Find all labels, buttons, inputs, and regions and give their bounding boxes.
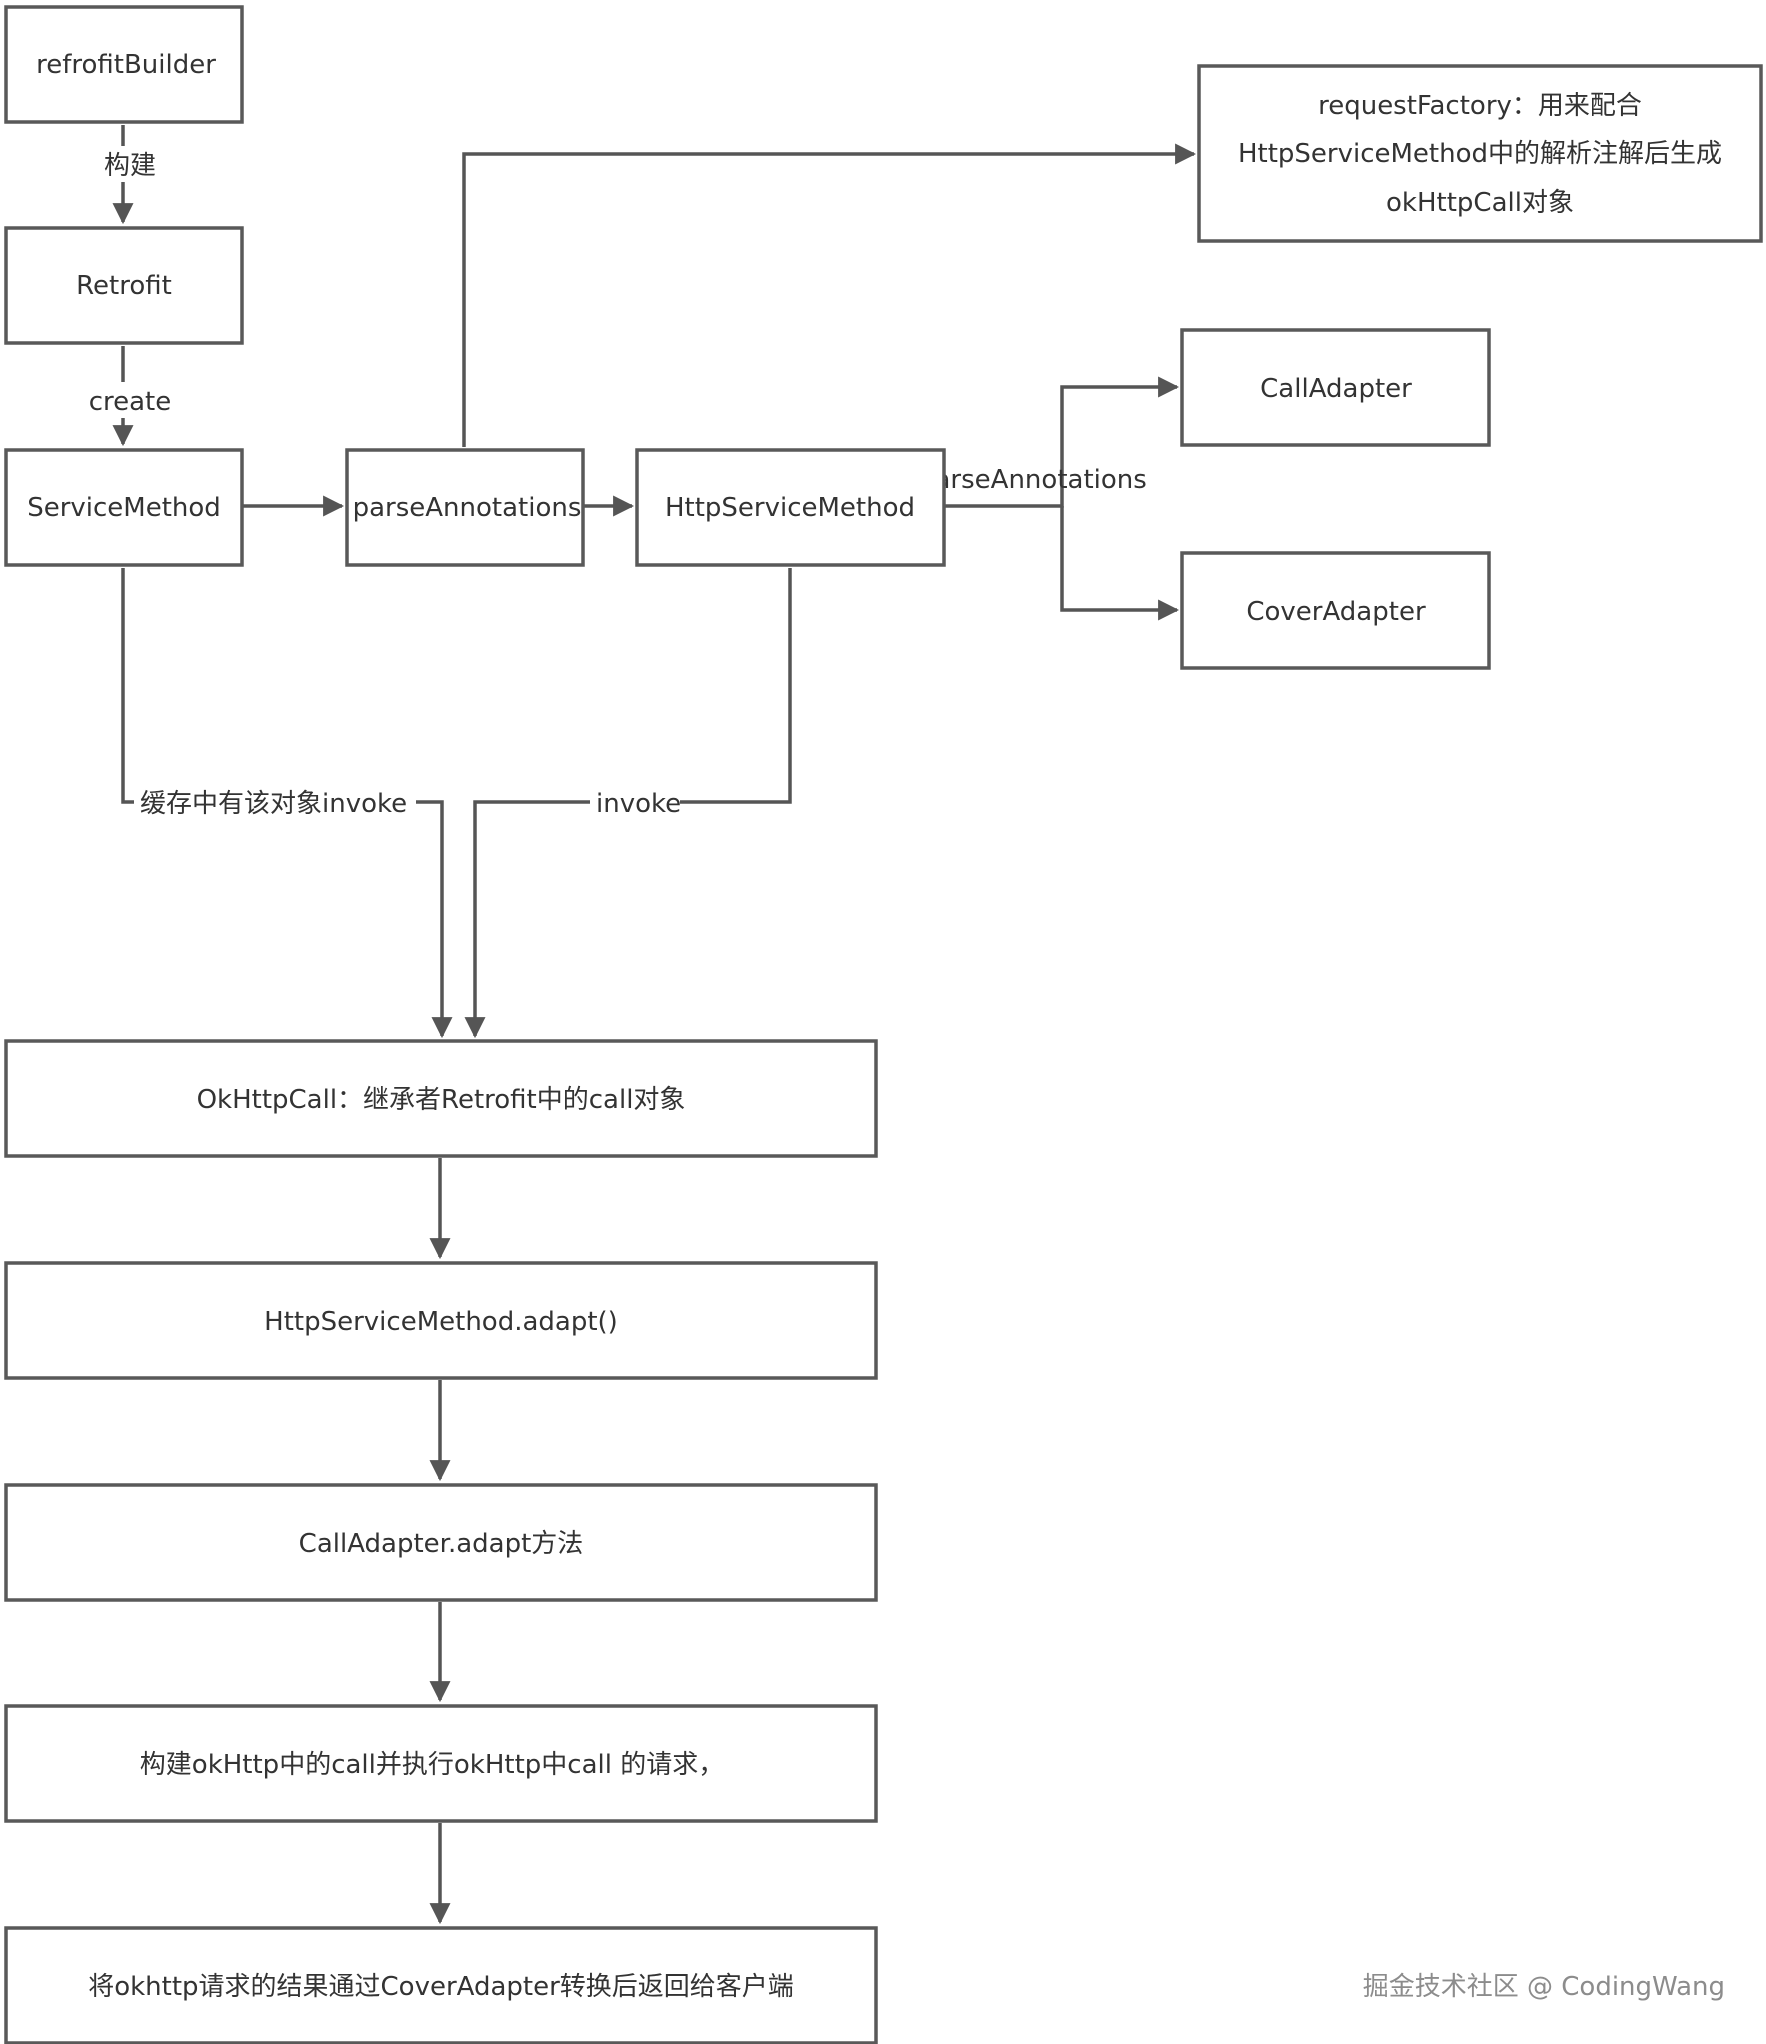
node-return-to-client: 将okhttp请求的结果通过CoverAdapter转换后返回给客户端 <box>4 1926 878 2044</box>
svg-text:CallAdapter.adapt方法: CallAdapter.adapt方法 <box>299 1529 584 1559</box>
edge-httpservicemethod-to-calladapter <box>944 376 1180 508</box>
edge-label-invoke: invoke <box>590 784 681 820</box>
edge-label-build: 构建 <box>93 146 156 182</box>
node-okhttp-call: OkHttpCall：继承者Retrofit中的call对象 <box>4 1039 878 1158</box>
edge-httpservicemethod-to-coveradapter <box>1060 506 1180 621</box>
svg-text:Retrofit: Retrofit <box>76 271 172 301</box>
node-retrofit: Retrofit <box>4 226 244 345</box>
node-http-service-method-adapt: HttpServiceMethod.adapt() <box>4 1261 878 1380</box>
node-parse-annotations: parseAnnotations <box>345 448 585 567</box>
node-cover-adapter: CoverAdapter <box>1180 551 1491 670</box>
edge-label-create: create <box>85 382 175 418</box>
svg-text:构建: 构建 <box>104 151 156 181</box>
svg-text:parseAnnotations: parseAnnotations <box>918 465 1147 495</box>
svg-text:invoke: invoke <box>596 789 681 819</box>
node-http-service-method: HttpServiceMethod <box>635 448 946 567</box>
svg-text:HttpServiceMethod: HttpServiceMethod <box>665 493 915 523</box>
svg-text:CallAdapter: CallAdapter <box>1260 374 1412 404</box>
svg-text:HttpServiceMethod中的解析注解后生成: HttpServiceMethod中的解析注解后生成 <box>1238 139 1722 169</box>
svg-text:缓存中有该对象invoke: 缓存中有该对象invoke <box>140 789 407 819</box>
svg-text:HttpServiceMethod.adapt(): HttpServiceMethod.adapt() <box>264 1307 618 1337</box>
node-call-adapter-adapt: CallAdapter.adapt方法 <box>4 1483 878 1602</box>
node-build-okhttp-call: 构建okHttp中的call并执行okHttp中call 的请求， <box>4 1704 878 1823</box>
svg-text:parseAnnotations: parseAnnotations <box>353 493 582 523</box>
node-retrofit-builder: refrofitBuilder <box>4 5 244 124</box>
node-service-method: ServiceMethod <box>4 448 244 567</box>
svg-text:create: create <box>89 387 172 417</box>
svg-text:构建okHttp中的call并执行okHttp中call 的: 构建okHttp中的call并执行okHttp中call 的请求， <box>140 1750 724 1780</box>
svg-text:CoverAdapter: CoverAdapter <box>1246 597 1426 627</box>
svg-text:okHttpCall对象: okHttpCall对象 <box>1386 188 1574 218</box>
svg-text:requestFactory：用来配合: requestFactory：用来配合 <box>1318 91 1642 121</box>
node-request-factory: requestFactory：用来配合 HttpServiceMethod中的解… <box>1197 64 1763 243</box>
edge-parseannotations-to-requestfactory <box>462 143 1197 447</box>
edge-label-parse-annotations: parseAnnotations <box>918 465 1147 495</box>
svg-text:refrofitBuilder: refrofitBuilder <box>36 50 216 80</box>
svg-text:OkHttpCall：继承者Retrofit中的call对象: OkHttpCall：继承者Retrofit中的call对象 <box>197 1085 686 1115</box>
svg-text:将okhttp请求的结果通过CoverAdapter转换后返: 将okhttp请求的结果通过CoverAdapter转换后返回给客户端 <box>88 1972 794 2002</box>
svg-text:ServiceMethod: ServiceMethod <box>27 493 221 523</box>
node-call-adapter: CallAdapter <box>1180 328 1491 447</box>
edge-label-cached-invoke: 缓存中有该对象invoke <box>134 784 416 820</box>
watermark-text: 掘金技术社区 @ CodingWang <box>1363 1972 1725 2002</box>
